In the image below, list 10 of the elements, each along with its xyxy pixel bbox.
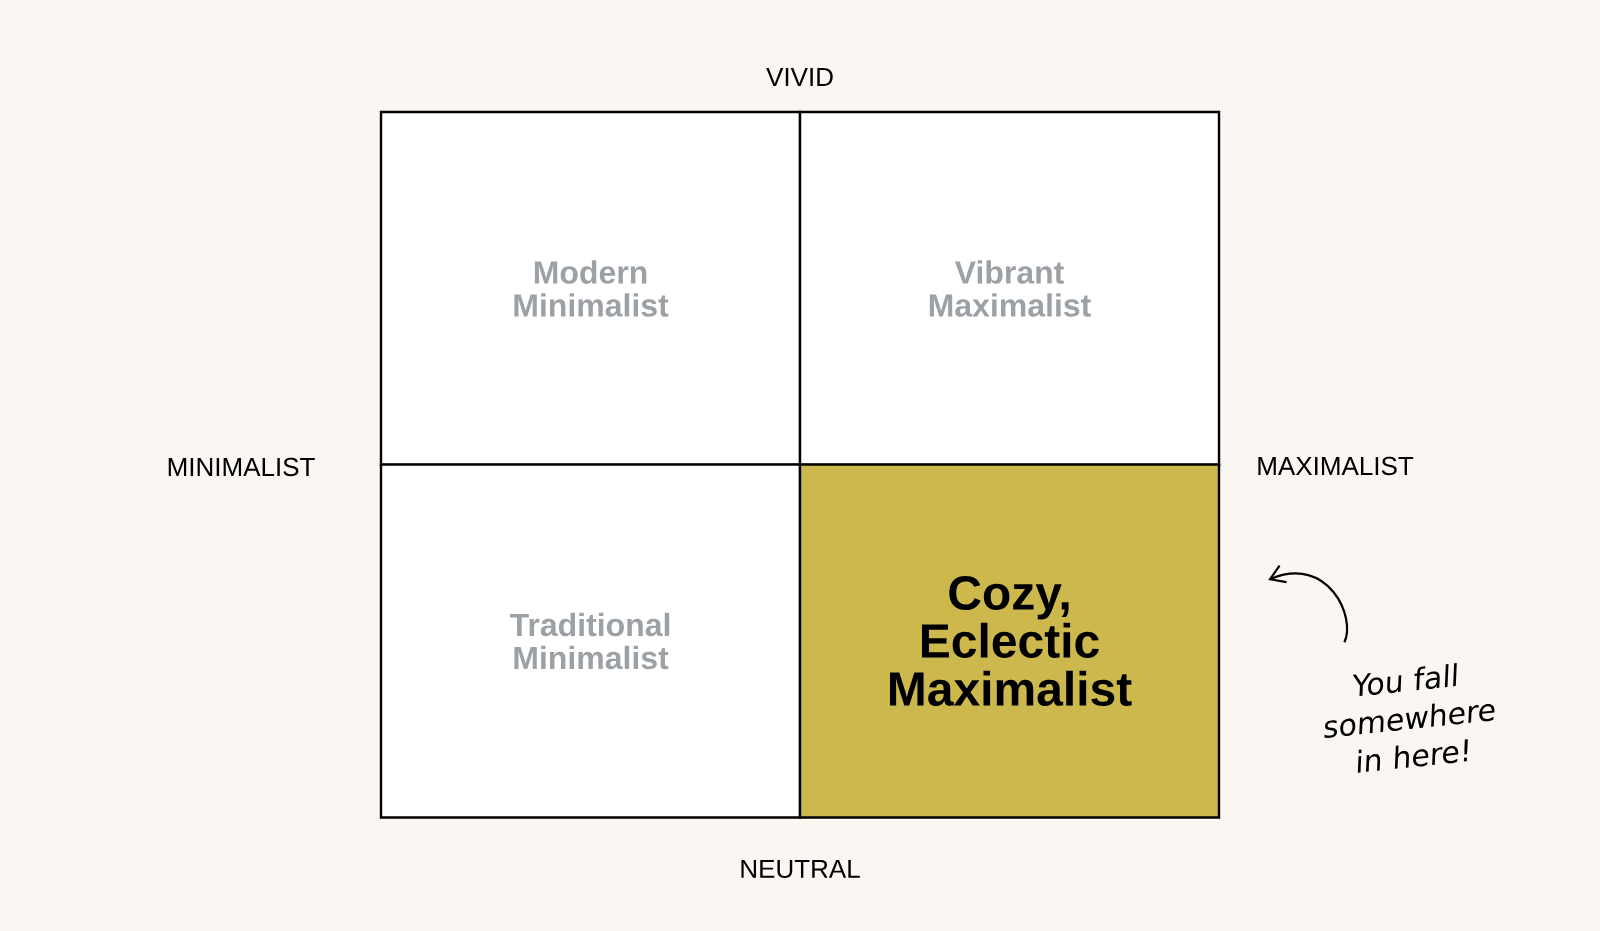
handwritten-note: You fall somewhere in here! — [1324, 663, 1495, 773]
axis-label: MINIMALIST — [168, 457, 315, 477]
highlighted-quadrant: Cozy, Eclectic Maximalist — [798, 463, 1221, 819]
axis-label: VIVID — [766, 68, 833, 86]
curved-arrow — [1268, 564, 1349, 643]
quadrant-box: Vibrant Maximalist — [798, 110, 1221, 467]
quadrant-box: Modern Minimalist — [379, 110, 802, 467]
quadrant-box: Traditional Minimalist — [379, 463, 802, 819]
axis-label: MAXIMALIST — [1258, 456, 1414, 476]
axis-label: NEUTRAL — [741, 859, 860, 879]
